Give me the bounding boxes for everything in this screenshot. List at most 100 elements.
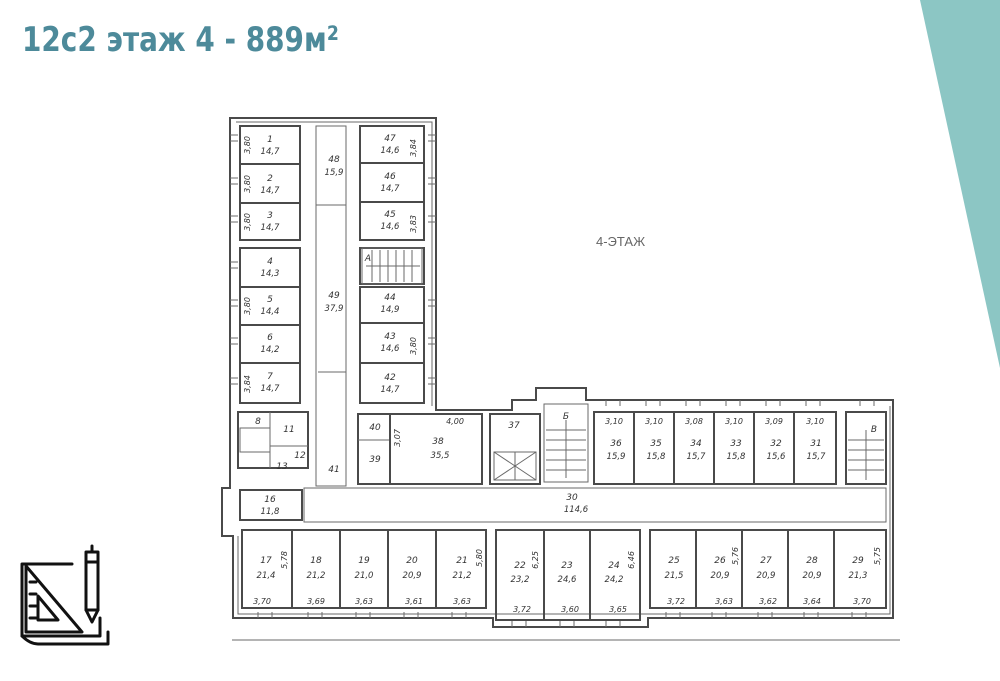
room-24-area: 24,2	[605, 575, 624, 585]
room-34-num: 34	[690, 439, 702, 449]
room-30-num: 30	[566, 493, 578, 503]
room-3-num: 3	[267, 211, 273, 221]
room-16-area: 11,8	[261, 507, 281, 517]
stair-a-label: А	[364, 254, 371, 264]
room-26-height2: 5,76	[731, 547, 740, 565]
room-29-num: 29	[852, 556, 864, 566]
room-21-area: 21,2	[453, 571, 472, 581]
room-29-height: 3,70	[853, 597, 871, 606]
room-33-area: 15,8	[727, 452, 747, 462]
room-25-height: 3,72	[667, 597, 685, 606]
room-2-num: 2	[267, 174, 273, 184]
room-25-num: 25	[668, 556, 680, 566]
room-38-num: 38	[432, 437, 444, 447]
right-height-47: 3,84	[409, 139, 418, 157]
elevator-37	[493, 451, 537, 481]
room-18-area: 21,2	[307, 571, 326, 581]
room-48-num: 48	[328, 155, 340, 165]
room-44-num: 44	[384, 293, 396, 303]
room-42-area: 14,7	[381, 385, 401, 395]
building-outline	[221, 117, 894, 628]
room-36-num: 36	[610, 439, 622, 449]
room-22-area: 23,2	[511, 575, 530, 585]
room-3-area: 14,7	[261, 223, 281, 233]
right-height-45: 3,83	[409, 215, 418, 233]
room-35-num: 35	[650, 439, 662, 449]
room-47-num: 47	[384, 134, 396, 144]
room-13-num: 13	[276, 462, 288, 472]
stair-b	[543, 403, 589, 483]
room-27-height: 3,62	[759, 597, 777, 606]
room-19-height: 3,63	[355, 597, 373, 606]
room-19-num: 19	[358, 556, 370, 566]
room-21-height: 3,63	[453, 597, 471, 606]
room-20-height: 3,61	[405, 597, 423, 606]
room-47-area: 14,6	[381, 146, 401, 156]
room-49-num: 49	[328, 291, 340, 301]
room-26-num: 26	[714, 556, 726, 566]
room-36-height: 3,10	[605, 417, 623, 426]
room-35-height: 3,10	[645, 417, 663, 426]
room-35-area: 15,8	[647, 452, 667, 462]
window-marks	[230, 134, 875, 627]
left-height-1: 3,80	[243, 136, 252, 154]
room-6-num: 6	[267, 333, 273, 343]
room-2-area: 14,7	[261, 186, 281, 196]
stair-b-label: Б	[563, 412, 569, 422]
left-height-7: 3,84	[243, 375, 252, 393]
room-31-height: 3,10	[806, 417, 824, 426]
right-height-43: 3,80	[409, 337, 418, 355]
room-26-area: 20,9	[711, 571, 730, 581]
room-8-num: 8	[255, 417, 261, 427]
left-height-3: 3,80	[243, 213, 252, 231]
room-31-num: 31	[810, 439, 821, 449]
room-18-height: 3,69	[307, 597, 325, 606]
room-22-height: 3,72	[513, 605, 531, 614]
room-41-num: 41	[328, 465, 339, 475]
room-12-num: 12	[294, 451, 306, 461]
room-7-num: 7	[267, 372, 273, 382]
room-42-num: 42	[384, 373, 396, 383]
room-25-area: 21,5	[665, 571, 684, 581]
room-30-area: 114,6	[564, 505, 589, 515]
room-11-num: 11	[283, 425, 294, 435]
room-39-num: 39	[369, 455, 381, 465]
page-title: 12с2 этаж 4 - 889м²	[22, 20, 339, 60]
left-height-2: 3,80	[243, 175, 252, 193]
room-17-height2: 5,78	[280, 551, 289, 569]
room-1-num: 1	[267, 135, 273, 145]
room-27-area: 20,9	[757, 571, 776, 581]
room-5-area: 14,4	[261, 307, 280, 317]
stair-v	[845, 411, 887, 485]
room-19-area: 21,0	[355, 571, 374, 581]
room-6-area: 14,2	[261, 345, 280, 355]
room-46-num: 46	[384, 172, 396, 182]
room-23-area: 24,6	[558, 575, 578, 585]
blueprint-ruler-pencil-icon	[20, 544, 110, 646]
corridor-height-40: 3,07	[393, 428, 402, 447]
room-44-area: 14,9	[381, 305, 400, 315]
room-32-num: 32	[770, 439, 782, 449]
room-36-area: 15,9	[607, 452, 626, 462]
room-20-num: 20	[406, 556, 418, 566]
room-31-area: 15,7	[807, 452, 827, 462]
stair-a	[361, 247, 423, 285]
room-34-height: 3,08	[685, 417, 703, 426]
room-20-area: 20,9	[403, 571, 422, 581]
room-18-num: 18	[310, 556, 322, 566]
room-21-height2: 5,80	[475, 549, 484, 567]
room-17-height: 3,70	[253, 597, 271, 606]
room-46-area: 14,7	[381, 184, 401, 194]
stair-v-label: В	[871, 425, 877, 435]
room-1-area: 14,7	[261, 147, 281, 157]
room-24-height: 3,65	[609, 605, 627, 614]
room-28-area: 20,9	[803, 571, 822, 581]
room-23-height: 3,60	[561, 605, 579, 614]
room-28-num: 28	[806, 556, 818, 566]
room-43-area: 14,6	[381, 344, 401, 354]
room-28-height: 3,64	[803, 597, 821, 606]
room-21-num: 21	[456, 556, 467, 566]
room-16-num: 16	[264, 495, 276, 505]
room-4-num: 4	[267, 257, 273, 267]
floor-label: 4-ЭТАЖ	[596, 234, 645, 249]
